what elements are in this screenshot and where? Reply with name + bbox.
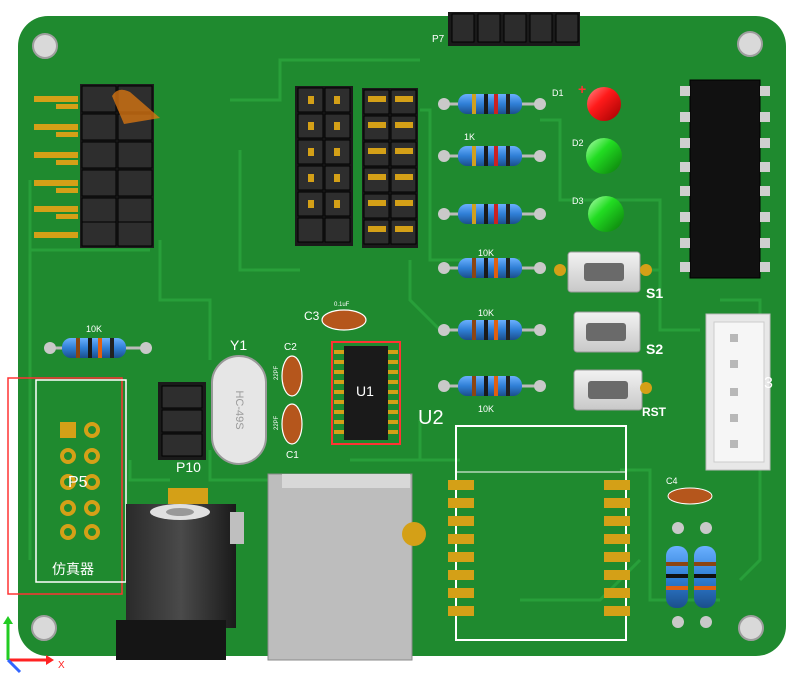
header-left-block [34, 84, 160, 248]
pcb-board [18, 16, 786, 656]
resistor-r5 [438, 320, 546, 340]
label-u2: U2 [418, 407, 444, 429]
header-p5: P5 仿真器 [7, 377, 127, 595]
label-u1: U1 [356, 383, 374, 399]
label-s1: S1 [646, 285, 663, 301]
label-emulator: 仿真器 [52, 561, 94, 577]
label-y1: Y1 [230, 337, 247, 353]
button-rst [573, 369, 652, 411]
label-crystal: HC-49S [233, 390, 245, 429]
header-middle-left [295, 86, 353, 246]
capacitor-c1: 22PF C1 [274, 403, 303, 461]
mounting-holes [31, 31, 764, 641]
label-d2: D2 [572, 138, 584, 148]
label-s2: S2 [646, 341, 663, 357]
orange-marker [112, 89, 160, 124]
label-d3: D3 [572, 196, 584, 206]
label-c1-value: 22PF [274, 415, 280, 430]
button-s1 [554, 251, 652, 293]
push-buttons: S1 S2 RST [554, 251, 667, 419]
resistor-r3 [438, 204, 546, 224]
label-c2-value: 22PF [274, 365, 280, 380]
resistor-column: 1K 10K 10K [438, 94, 546, 414]
label-plus: + [578, 81, 586, 97]
usb-connector [267, 473, 426, 661]
label-connector-num: 3 [764, 375, 773, 392]
resistor-r4 [438, 258, 546, 278]
label-p7: P7 [432, 34, 445, 45]
header-p7: P7 [432, 12, 580, 46]
led-d1-red [587, 87, 621, 121]
header-middle-right [362, 88, 418, 248]
label-p10: P10 [176, 459, 201, 475]
label-c4: C4 [666, 476, 678, 486]
label-r-10k-left: 10K [86, 324, 102, 334]
led-d3-green [588, 196, 624, 232]
ic-u1: U1 [331, 341, 401, 445]
module-u2: U2 [418, 407, 630, 641]
label-c1: C1 [286, 450, 299, 461]
resistor-r2 [438, 146, 546, 166]
label-c3-value: 0.1uF [334, 302, 350, 308]
resistor-r6 [438, 376, 546, 396]
crystal-y1: Y1 HC-49S [211, 337, 267, 465]
leds: D1 + D2 D3 [552, 81, 624, 232]
capacitor-c2: C2 22PF [274, 342, 303, 397]
button-s2 [573, 311, 641, 353]
led-d2-green [586, 138, 622, 174]
header-p10: P10 [158, 382, 206, 475]
label-d1: D1 [552, 88, 564, 98]
svg-text:X: X [58, 660, 65, 671]
label-r-1k: 1K [464, 132, 475, 142]
label-r-10k-a: 10K [478, 248, 494, 258]
capacitor-c4: C4 [666, 476, 713, 505]
label-r-10k-b: 10K [478, 308, 494, 318]
label-c3: C3 [304, 309, 320, 323]
label-c2: C2 [284, 342, 297, 353]
resistor-left: 10K [44, 324, 152, 358]
axis-gizmo: X [3, 616, 65, 674]
connector-right-white: 3 [705, 313, 773, 471]
label-r-10k-c: 10K [478, 404, 494, 414]
dc-power-jack [116, 488, 244, 660]
ic-right-dip [680, 79, 770, 279]
resistors-vertical [666, 522, 716, 628]
label-p5: P5 [68, 474, 88, 491]
capacitor-c3: C3 0.1uF [304, 302, 367, 331]
resistor-r1 [438, 94, 546, 114]
label-rst: RST [642, 405, 667, 419]
